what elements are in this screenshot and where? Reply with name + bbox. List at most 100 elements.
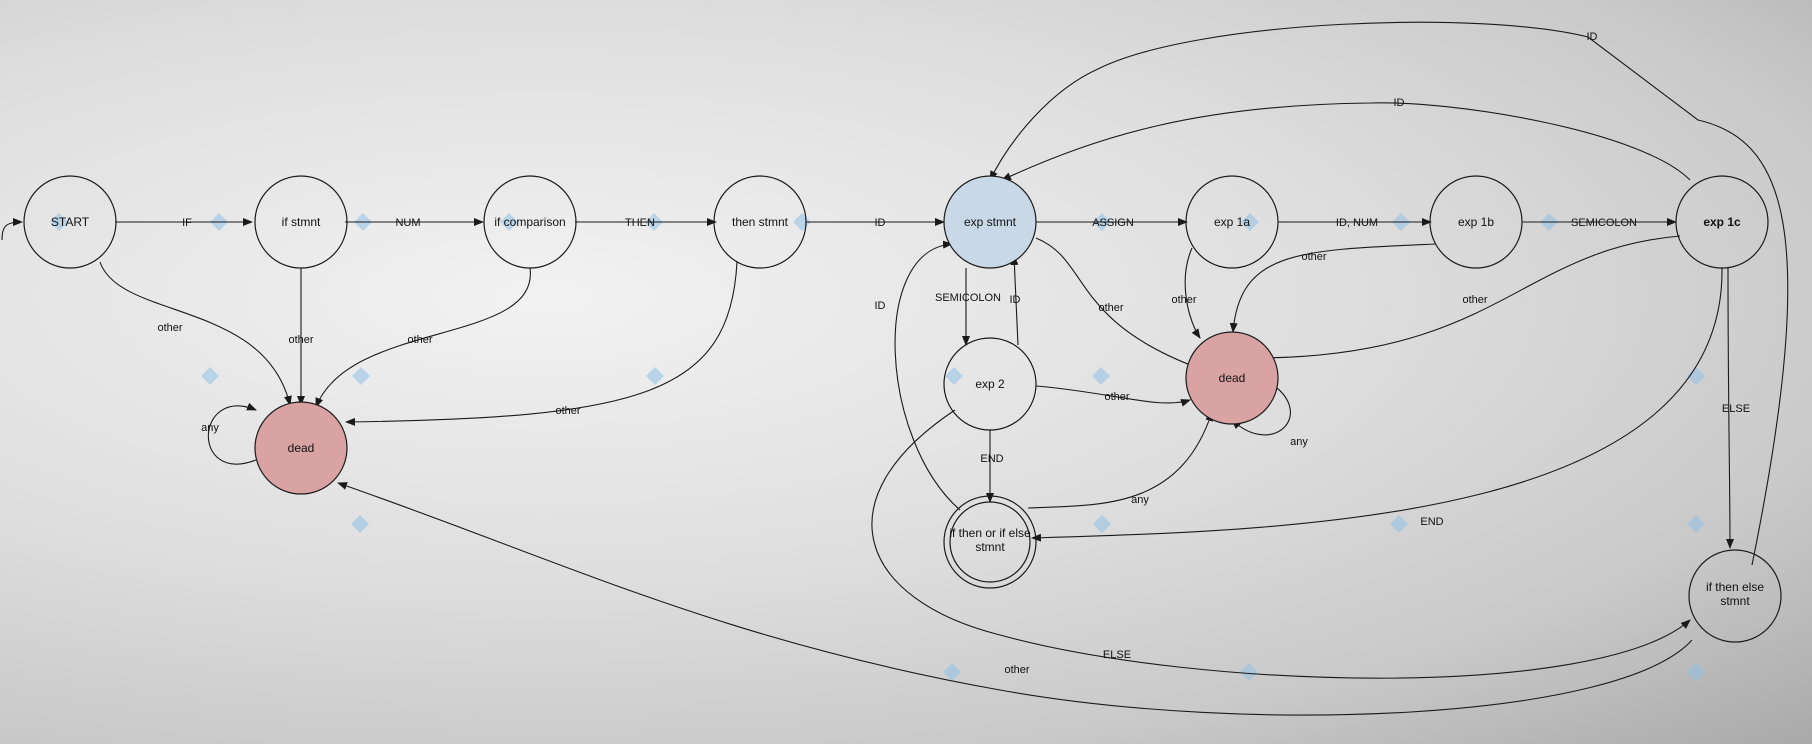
state-label: exp 1a <box>1214 215 1250 229</box>
edge-label: other <box>555 405 580 417</box>
edge-label: other <box>1098 302 1123 314</box>
edges: IF NUM THEN ID ASSIGN ID, NUM SEMICOLON <box>1 21 1789 716</box>
watermark-icon <box>1687 515 1705 533</box>
edge-deadright-selfloop: any <box>1231 379 1308 448</box>
edge-label: ID, NUM <box>1336 217 1378 229</box>
state-if-then-else-stmnt[interactable]: if then else stmnt <box>1688 549 1782 643</box>
edge-label: other <box>1171 294 1196 306</box>
state-if-stmnt[interactable]: if stmnt <box>254 175 348 269</box>
edge-if-dead: other <box>288 268 314 406</box>
nodes: START if stmnt if comparison then stmnt … <box>23 175 1782 643</box>
state-label: if then or if else <box>949 526 1031 540</box>
watermark-icon <box>500 213 518 231</box>
edge-1a-idnum: ID, NUM <box>1278 217 1432 229</box>
watermark-icon <box>1390 515 1408 533</box>
edge-1c-end: END <box>1031 267 1723 542</box>
edge-label: other <box>1301 251 1326 263</box>
edge-exp2-deadright: other <box>1035 385 1191 407</box>
edge-cmp-then: THEN <box>575 217 717 229</box>
edge-ito-any: any <box>1027 411 1214 509</box>
edge-label: ID <box>1394 97 1405 109</box>
edge-start-dead: other <box>99 261 292 406</box>
edge-label: ID <box>875 300 886 312</box>
edge-label: END <box>980 453 1003 465</box>
state-then-stmnt[interactable]: then stmnt <box>713 175 807 269</box>
state-start[interactable]: START <box>23 175 117 269</box>
watermark-icon <box>351 515 369 533</box>
watermark-icon <box>1687 367 1705 385</box>
edge-label: any <box>201 422 219 434</box>
edge-if-num: NUM <box>345 217 484 229</box>
edge-label: ID <box>1010 294 1021 306</box>
edge-label: other <box>157 322 182 334</box>
edge-1c-else: ELSE <box>1722 267 1750 549</box>
edge-ite-id: ID <box>989 21 1789 566</box>
entry-arrow <box>1 218 23 241</box>
state-label: if then else <box>1706 580 1764 594</box>
state-label: then stmnt <box>732 215 789 229</box>
edge-cmp-dead: other <box>315 267 531 408</box>
state-exp-2[interactable]: exp 2 <box>943 337 1037 431</box>
watermark-icon <box>201 367 219 385</box>
watermark-icon <box>1092 367 1110 385</box>
state-dead-left[interactable]: dead <box>254 401 348 495</box>
state-exp-1b[interactable]: exp 1b <box>1429 175 1523 269</box>
watermark-icon <box>1093 515 1111 533</box>
edge-exp-semicolon: SEMICOLON <box>935 268 1001 346</box>
edge-1b-deadright: other <box>1229 243 1437 333</box>
edge-exp2-end: END <box>980 430 1004 503</box>
edge-label: other <box>288 334 313 346</box>
edge-label: SEMICOLON <box>935 292 1001 304</box>
edge-label: ID <box>1587 31 1598 43</box>
edge-label: other <box>1104 391 1129 403</box>
edge-ito-id: ID <box>875 240 961 511</box>
edge-label: ELSE <box>1722 403 1750 415</box>
edge-label: other <box>1004 664 1029 676</box>
edge-label: other <box>407 334 432 346</box>
state-label: if comparison <box>494 215 565 229</box>
state-label: exp 1c <box>1703 215 1741 229</box>
watermark-icon <box>646 367 664 385</box>
edge-then-dead: other <box>345 261 738 426</box>
edge-1a-deadright: other <box>1171 247 1201 339</box>
edge-label: THEN <box>625 217 655 229</box>
edge-1c-id: ID <box>1001 97 1691 181</box>
state-if-then-or-if-else-stmnt[interactable]: if then or if else stmnt <box>943 495 1037 589</box>
state-if-comparison[interactable]: if comparison <box>483 175 577 269</box>
state-label: stmnt <box>1720 594 1750 608</box>
edge-label: END <box>1420 516 1443 528</box>
edge-exp-assign: ASSIGN <box>1036 217 1188 229</box>
edge-label: SEMICOLON <box>1571 217 1637 229</box>
edge-label: IF <box>182 217 192 229</box>
state-label: START <box>51 215 90 229</box>
state-exp-1c[interactable]: exp 1c <box>1675 175 1769 269</box>
state-label: exp stmnt <box>964 215 1017 229</box>
edge-start-if: IF <box>115 217 253 229</box>
edge-label: ASSIGN <box>1092 217 1134 229</box>
watermark-icon <box>1240 663 1258 681</box>
watermark-icon <box>1241 213 1259 231</box>
state-label: dead <box>288 441 315 455</box>
edge-deadleft-selfloop: any <box>201 402 257 465</box>
state-dead-right[interactable]: dead <box>1185 331 1279 425</box>
edge-ite-other: other <box>337 482 1693 716</box>
watermark-icon <box>352 367 370 385</box>
edge-1b-semicolon: SEMICOLON <box>1522 217 1677 229</box>
edge-exp-deadright: other <box>1035 237 1199 369</box>
state-label: exp 1b <box>1458 215 1494 229</box>
watermark-icon <box>793 213 811 231</box>
state-exp-stmnt[interactable]: exp stmnt <box>943 175 1037 269</box>
edge-label: NUM <box>395 217 420 229</box>
watermark-icon <box>945 367 963 385</box>
state-exp-1a[interactable]: exp 1a <box>1185 175 1279 269</box>
watermark-icon <box>50 213 68 231</box>
edge-exp2-id: ID <box>1010 255 1021 346</box>
edge-label: any <box>1131 494 1149 506</box>
state-label: dead <box>1219 371 1246 385</box>
state-label: stmnt <box>975 540 1005 554</box>
edge-label: ELSE <box>1103 649 1131 661</box>
edge-label: any <box>1290 436 1308 448</box>
state-label: exp 2 <box>975 377 1005 391</box>
watermark-icon <box>943 663 961 681</box>
edge-then-id: ID <box>806 217 945 229</box>
